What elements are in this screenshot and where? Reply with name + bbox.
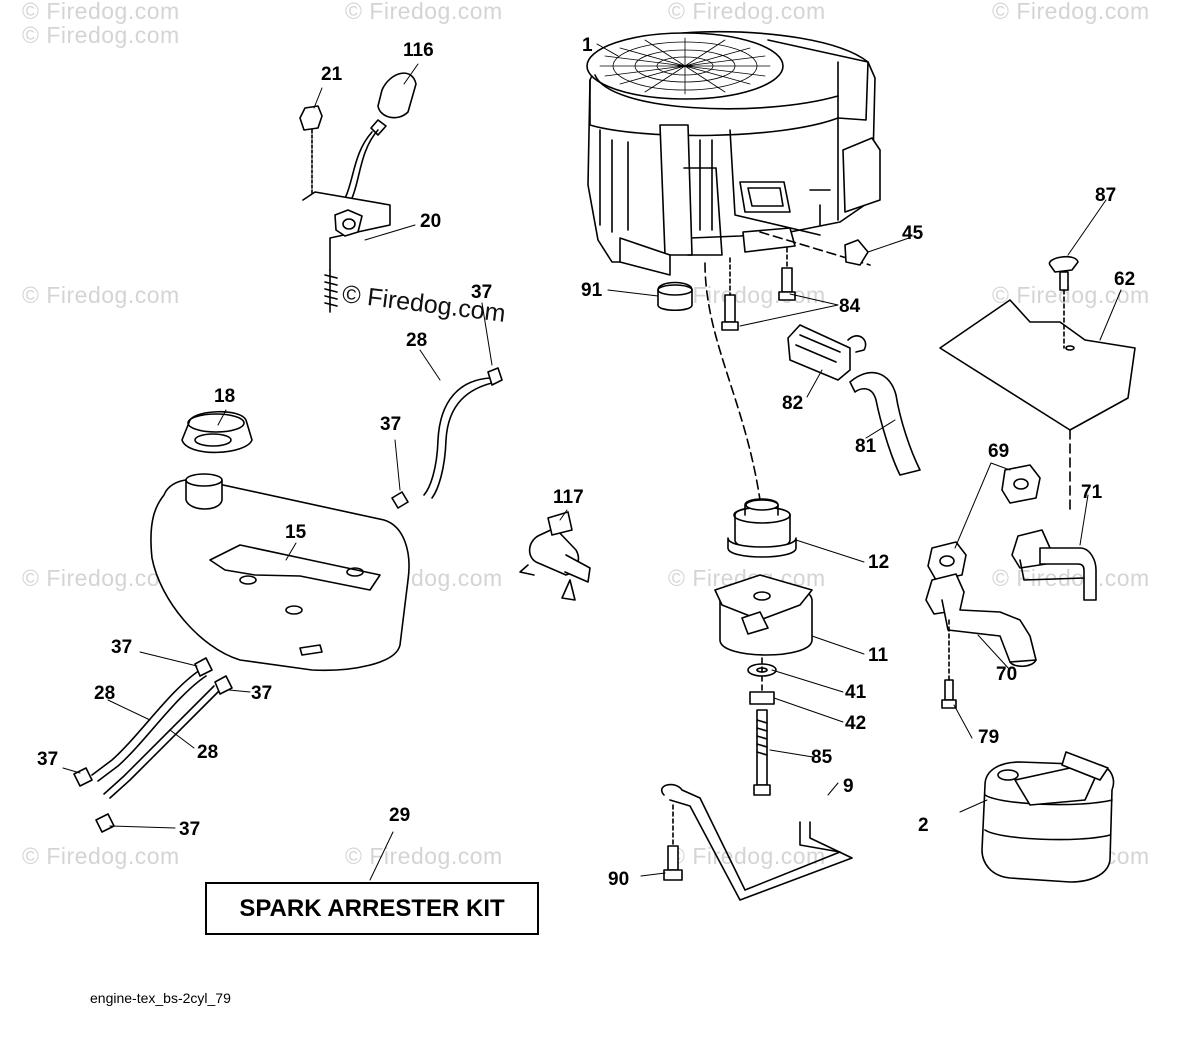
watermark-text: © Firedog.com bbox=[992, 282, 1150, 308]
rod-part bbox=[661, 783, 853, 901]
callout-label: 71 bbox=[1081, 482, 1103, 503]
watermark-text: © Firedog.com bbox=[992, 0, 1150, 24]
callout-label: 37 bbox=[251, 683, 273, 704]
watermark-text: © Firedog.com bbox=[22, 0, 180, 24]
watermark-text: © Firedog.com bbox=[668, 282, 826, 308]
pto-clutch-part bbox=[714, 498, 813, 796]
fuel-line-part bbox=[391, 367, 503, 509]
callout-label: 69 bbox=[988, 441, 1010, 462]
engine-part bbox=[586, 30, 881, 501]
callout-label: 41 bbox=[845, 682, 867, 703]
callout-label: 117 bbox=[553, 487, 584, 508]
fuel-valve-part bbox=[519, 511, 591, 601]
callout-label: 37 bbox=[111, 637, 133, 658]
callout-label: 21 bbox=[321, 64, 343, 85]
callout-label: 15 bbox=[285, 522, 307, 543]
callout-label: 90 bbox=[608, 869, 630, 890]
fuel-line-part bbox=[73, 657, 233, 833]
spark-arrester-kit-label: SPARK ARRESTER KIT bbox=[205, 882, 539, 935]
watermark-text: © Firedog.com bbox=[22, 22, 180, 48]
watermark-text: © Firedog.com bbox=[345, 0, 503, 24]
callout-label: 70 bbox=[996, 664, 1018, 685]
watermark-text: © Firedog.com bbox=[668, 0, 826, 24]
callout-label: 116 bbox=[403, 40, 434, 61]
callout-label: 85 bbox=[811, 747, 833, 768]
callout-label: 42 bbox=[845, 713, 867, 734]
leader-lines bbox=[62, 43, 1122, 881]
callout-label: 87 bbox=[1095, 185, 1117, 206]
callout-label: 79 bbox=[978, 727, 1000, 748]
callout-label: 37 bbox=[179, 819, 201, 840]
callout-label: 1 bbox=[582, 35, 593, 56]
callout-label: 37 bbox=[471, 282, 493, 303]
callout-label: 37 bbox=[37, 749, 59, 770]
watermark-text: © Firedog.com bbox=[22, 843, 180, 869]
callout-label: 62 bbox=[1114, 269, 1136, 290]
heat-shield-part bbox=[939, 255, 1136, 511]
callout-label: 20 bbox=[420, 211, 442, 232]
callout-label: 29 bbox=[389, 805, 411, 826]
callout-label: 91 bbox=[581, 280, 603, 301]
watermark-text: © Firedog.com bbox=[345, 843, 503, 869]
oil-drain-part bbox=[657, 239, 921, 476]
callout-label: 2 bbox=[918, 815, 929, 836]
diagram-code: engine-tex_bs-2cyl_79 bbox=[90, 990, 231, 1006]
watermark-text: © Firedog.com bbox=[22, 282, 180, 308]
watermark-text: © Firedog.com bbox=[22, 565, 180, 591]
exhaust-pipe-part bbox=[925, 464, 1097, 709]
callout-label: 84 bbox=[839, 296, 861, 317]
watermark-text: © Firedog.com bbox=[668, 843, 826, 869]
callout-label: 37 bbox=[380, 414, 402, 435]
callout-label: 9 bbox=[843, 776, 854, 797]
callout-label: 82 bbox=[782, 393, 804, 414]
callout-label: 11 bbox=[868, 645, 889, 666]
muffler-part bbox=[981, 751, 1115, 883]
callout-label: 45 bbox=[902, 223, 924, 244]
callout-label: 28 bbox=[406, 330, 428, 351]
callout-label: 28 bbox=[94, 683, 116, 704]
callout-label: 81 bbox=[855, 436, 877, 457]
fuel-tank-part bbox=[150, 410, 410, 672]
callout-label: 18 bbox=[214, 386, 236, 407]
throttle-control-part bbox=[299, 72, 417, 313]
callout-label: 28 bbox=[197, 742, 219, 763]
callout-label: 12 bbox=[868, 552, 890, 573]
